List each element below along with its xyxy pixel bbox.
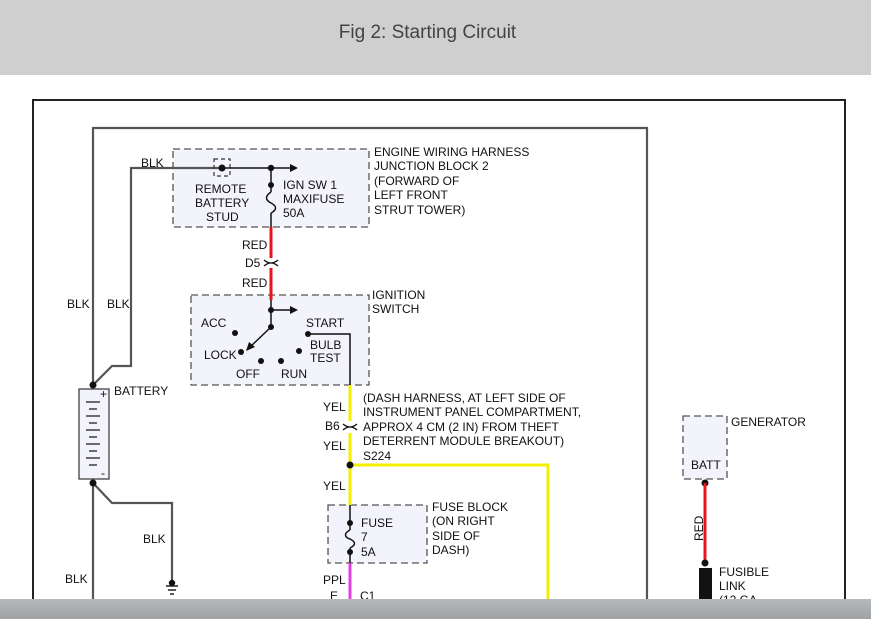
label-fuse-block-1: FUSE BLOCK: [432, 500, 508, 514]
label-dash-harness-1: (DASH HARNESS, AT LEFT SIDE OF: [363, 391, 566, 405]
label-generator: GENERATOR: [731, 415, 806, 429]
splice-s224-dot: [346, 461, 354, 469]
label-run: RUN: [281, 367, 307, 381]
label-junction-1: ENGINE WIRING HARNESS: [374, 145, 529, 159]
label-fuse-block-3: SIDE OF: [432, 529, 480, 543]
generator-box: [682, 415, 728, 480]
label-blk-lower: BLK: [143, 532, 166, 546]
label-ign-fuse-3: 50A: [283, 206, 304, 220]
label-start: START: [306, 316, 345, 330]
maxifuse-upper-dot: [268, 182, 274, 188]
fuse7-upper-dot: [347, 520, 353, 526]
label-yel-3: YEL: [323, 479, 346, 493]
ground-junction-dot: [168, 579, 176, 587]
label-battery: BATTERY: [114, 384, 168, 398]
ign-switch-blade: [248, 326, 272, 349]
label-yel-2: YEL: [323, 439, 346, 453]
label-blk-left-1: BLK: [67, 297, 90, 311]
battery-negative-terminal: [89, 479, 97, 487]
label-blk-bottom: BLK: [65, 572, 88, 586]
label-ign-fuse-2: MAXIFUSE: [283, 192, 344, 206]
fusible-link-icon: [699, 568, 712, 600]
maxifuse-icon: [265, 191, 277, 214]
label-test: TEST: [310, 351, 341, 365]
connector-b6-icon: [342, 423, 358, 431]
label-fuse-2: 7: [361, 530, 368, 544]
ignition-switch-box: [190, 294, 370, 386]
label-d5: D5: [245, 256, 261, 270]
switch-lock-contact: [238, 349, 244, 355]
fusible-link-top-dot: [701, 559, 709, 567]
label-bulb: BULB: [310, 338, 341, 352]
yel-wire-splice-branch: [350, 463, 550, 600]
label-red-vertical: RED: [692, 515, 706, 541]
fuse7-lower-dot: [347, 549, 353, 555]
battery-positive-terminal: [89, 381, 97, 389]
battery-icon: [86, 401, 100, 466]
switch-run-contact: [278, 358, 284, 364]
label-fusible-1: FUSIBLE: [719, 565, 769, 579]
fuse-block-box: [327, 504, 428, 564]
page-title: Fig 2: Starting Circuit: [338, 22, 517, 43]
start-output-wire: [308, 333, 351, 385]
blk-wire-ground: [92, 482, 174, 583]
label-ign-switch-2: SWITCH: [372, 302, 419, 316]
battery-body: [78, 388, 110, 480]
label-red-2: RED: [242, 276, 268, 290]
label-fusible-2: LINK: [719, 579, 746, 593]
label-b6: B6: [325, 419, 340, 433]
connector-d5-icon: [263, 259, 279, 267]
label-off: OFF: [236, 367, 260, 381]
label-fuse-block-2: (ON RIGHT: [432, 514, 495, 528]
label-ign-fuse-1: IGN SW 1: [283, 178, 337, 192]
battery-plus-sign: +: [100, 387, 107, 401]
switch-acc-contact: [232, 330, 238, 336]
label-remote-2: BATTERY: [195, 196, 249, 210]
label-dash-harness-2: INSTRUMENT PANEL COMPARTMENT,: [363, 405, 581, 419]
label-e: E: [330, 589, 338, 603]
label-red-1: RED: [242, 238, 268, 252]
label-blk-left-2: BLK: [107, 297, 130, 311]
label-acc: ACC: [201, 316, 227, 330]
label-dash-harness-3: APPROX 4 CM (2 IN) FROM THEFT: [363, 420, 559, 434]
label-s224: S224: [363, 449, 391, 463]
label-fuse-block-4: DASH): [432, 543, 469, 557]
label-junction-4: LEFT FRONT: [374, 188, 448, 202]
ground-icon: [166, 585, 178, 595]
battery-minus-sign: -: [101, 466, 105, 480]
switch-off-contact: [258, 358, 264, 364]
label-junction-2: JUNCTION BLOCK 2: [374, 159, 489, 173]
diagram-frame: [32, 99, 846, 600]
label-batt: BATT: [691, 458, 721, 472]
switch-blade-arrow-icon: [246, 342, 255, 351]
arrow-right-icon-2: [290, 306, 298, 314]
label-junction-3: (FORWARD OF: [374, 174, 459, 188]
label-yel-1: YEL: [323, 400, 346, 414]
label-lock: LOCK: [204, 348, 237, 362]
label-remote-3: STUD: [206, 210, 239, 224]
blk-wire-remote-stud: [92, 166, 222, 386]
switch-bulb-contact: [296, 348, 302, 354]
label-ppl: PPL: [323, 573, 346, 587]
label-ign-switch-1: IGNITION: [372, 288, 425, 302]
label-dash-harness-4: DETERRENT MODULE BREAKOUT): [363, 434, 564, 448]
bottom-scroll-bar: [0, 599, 871, 619]
label-remote-1: REMOTE: [195, 182, 246, 196]
label-blk-top: BLK: [141, 156, 164, 170]
arrow-right-icon: [290, 164, 298, 172]
label-fuse-3: 5A: [361, 545, 376, 559]
label-fuse-1: FUSE: [361, 516, 393, 530]
blk-wire-main-loop: [91, 126, 649, 600]
header-bar: [0, 0, 871, 75]
label-junction-5: STRUT TOWER): [374, 203, 465, 217]
fuse7-icon: [344, 529, 356, 549]
